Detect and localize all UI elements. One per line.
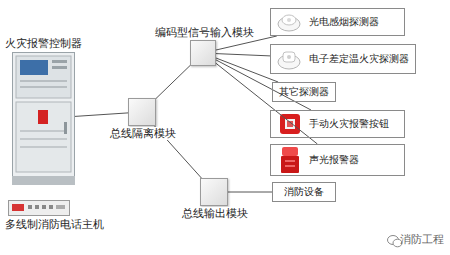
bus-connector bbox=[216, 60, 311, 110]
output-module: 总线输出模块 bbox=[200, 178, 228, 206]
box-label: 消防设备 bbox=[284, 186, 324, 198]
component-label: 多线制消防电话主机 bbox=[4, 218, 105, 231]
bus-connector bbox=[216, 63, 317, 144]
smoke-detector-icon bbox=[277, 11, 301, 33]
device-box: 声光报警器 bbox=[270, 144, 405, 176]
fire-alarm-controller: 火灾报警控制器 bbox=[12, 52, 75, 185]
strobe-alarm-icon bbox=[280, 146, 300, 174]
device-box: 电子差定温火灾探测器 bbox=[270, 44, 416, 74]
device-box: 其它探测器 bbox=[272, 82, 336, 102]
isolator-module: 总线隔离模块 bbox=[128, 98, 156, 126]
heat-detector-icon bbox=[277, 47, 301, 71]
input-module: 编码型信号输入模块 bbox=[190, 40, 216, 66]
watermark-text: 消防工程 bbox=[400, 233, 444, 246]
bus-connector bbox=[228, 192, 272, 193]
box-label: 其它探测器 bbox=[279, 86, 329, 98]
component-label: 总线输出模块 bbox=[181, 207, 249, 220]
component-label: 总线隔离模块 bbox=[109, 127, 177, 140]
device-box: 手动火灾报警按钮 bbox=[270, 110, 405, 138]
bus-connector bbox=[216, 58, 278, 82]
phone-host-unit: 多线制消防电话主机 bbox=[8, 200, 70, 216]
equipment-box: 消防设备 bbox=[272, 182, 336, 202]
box-label: 光电感烟探测器 bbox=[309, 16, 379, 28]
component-label: 编码型信号输入模块 bbox=[154, 26, 255, 39]
controller-cabinet bbox=[12, 52, 75, 185]
box-label: 电子差定温火灾探测器 bbox=[309, 53, 409, 65]
bus-connector bbox=[156, 66, 190, 99]
bus-connector bbox=[216, 54, 270, 56]
box-label: 手动火灾报警按钮 bbox=[309, 118, 389, 130]
component-label: 火灾报警控制器 bbox=[4, 37, 83, 50]
device-box: 光电感烟探测器 bbox=[270, 8, 405, 36]
phone-host bbox=[8, 200, 70, 216]
box-label: 声光报警器 bbox=[309, 154, 359, 166]
bus-connector bbox=[75, 113, 128, 117]
